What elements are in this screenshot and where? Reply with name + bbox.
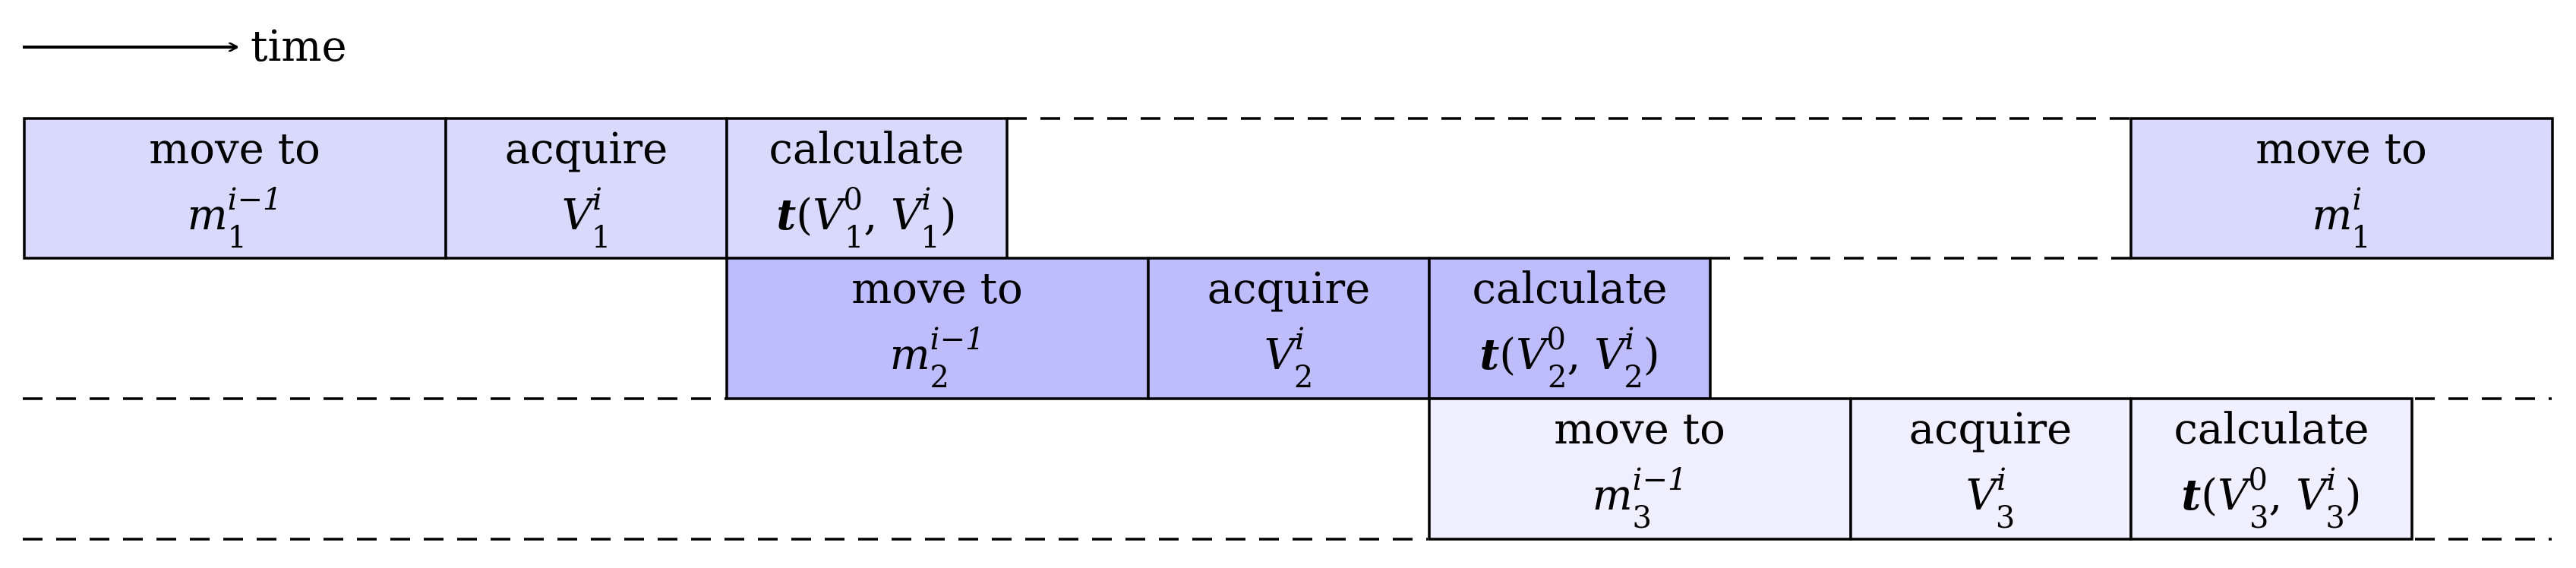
block-title: calculate <box>1472 264 1667 314</box>
block-title: move to <box>1554 405 1725 454</box>
block-box <box>2129 117 2554 260</box>
block-title: acquire <box>1208 264 1370 314</box>
block-box <box>725 117 1009 260</box>
block-title: calculate <box>2174 405 2369 454</box>
block-box <box>1849 397 2132 541</box>
block-title: acquire <box>505 125 668 174</box>
block-title: move to <box>149 125 320 174</box>
block-title: acquire <box>1909 405 2072 454</box>
block-box <box>444 117 728 260</box>
block-title: move to <box>851 264 1023 314</box>
time-label: time <box>251 22 347 71</box>
block-title: calculate <box>769 125 964 174</box>
idle-lines <box>23 117 2552 541</box>
block-title: move to <box>2256 125 2427 174</box>
block-box <box>1147 257 1431 400</box>
time-axis: time <box>23 22 347 71</box>
block-box <box>2129 397 2413 541</box>
block-box <box>23 117 447 260</box>
